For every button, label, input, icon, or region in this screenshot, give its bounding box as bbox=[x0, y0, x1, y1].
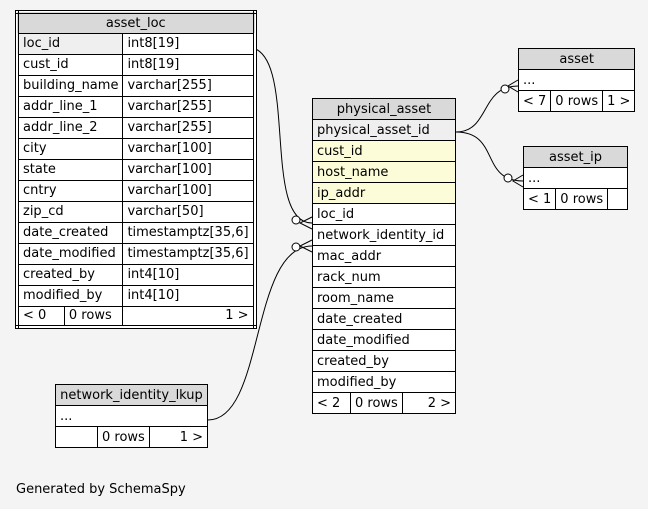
table-footer: 0 rows 1 > bbox=[55, 426, 209, 448]
link-asset-ip-optional-marker bbox=[503, 173, 513, 183]
row-count: 0 rows bbox=[550, 90, 604, 112]
column-row: date_created timestamptz[35,6] bbox=[16, 221, 256, 244]
link-asset-crowfoot bbox=[507, 79, 519, 93]
column-row: zip_cd varchar[50] bbox=[16, 200, 256, 223]
link-asset-optional-marker bbox=[500, 84, 510, 94]
table-footer: < 2 0 rows 2 > bbox=[312, 392, 457, 414]
column-row: addr_line_2 varchar[255] bbox=[16, 116, 256, 139]
column-row: loc_id int8[19] bbox=[16, 32, 256, 55]
column-type: varchar[100] bbox=[122, 179, 256, 202]
column-type: timestamptz[35,6] bbox=[122, 221, 256, 244]
column-name: rack_num bbox=[312, 266, 456, 288]
column-row: building_name varchar[255] bbox=[16, 74, 256, 97]
column-name: modified_by bbox=[312, 371, 456, 393]
column-name: physical_asset_id bbox=[312, 119, 456, 141]
column-name: network_identity_id bbox=[312, 224, 456, 246]
table-title[interactable]: asset_ip bbox=[523, 146, 628, 168]
table-footer: < 7 0 rows 1 > bbox=[517, 90, 636, 112]
children-count bbox=[607, 188, 628, 210]
column-name: ip_addr bbox=[312, 182, 456, 204]
parents-count[interactable]: < 0 bbox=[16, 305, 65, 328]
link-network-identity bbox=[207, 245, 313, 421]
table-title[interactable]: physical_asset bbox=[312, 98, 456, 120]
column-name: created_by bbox=[16, 263, 124, 286]
column-ellipsis: ... bbox=[523, 167, 628, 189]
column-row: cust_id int8[19] bbox=[16, 53, 256, 76]
column-name: loc_id bbox=[16, 32, 124, 55]
column-row: modified_by int4[10] bbox=[16, 284, 256, 307]
parents-count[interactable]: < 1 bbox=[522, 188, 557, 210]
table-asset[interactable]: asset ... < 7 0 rows 1 > bbox=[517, 48, 636, 112]
table-physical-asset[interactable]: physical_asset physical_asset_id cust_id… bbox=[312, 98, 457, 414]
table-footer: < 1 0 rows bbox=[522, 188, 628, 210]
column-row: cntry varchar[100] bbox=[16, 179, 256, 202]
children-count[interactable]: 1 > bbox=[122, 305, 256, 328]
column-type: varchar[255] bbox=[122, 116, 256, 139]
column-name: cust_id bbox=[312, 140, 456, 162]
link-loc-id-optional-marker bbox=[291, 215, 301, 225]
row-count: 0 rows bbox=[350, 392, 403, 414]
parents-count[interactable]: < 2 bbox=[312, 392, 351, 414]
column-name: state bbox=[16, 158, 124, 181]
link-asset-ip bbox=[455, 131, 524, 182]
link-network-identity-crowfoot bbox=[298, 239, 313, 253]
table-title[interactable]: asset bbox=[517, 48, 636, 70]
row-count: 0 rows bbox=[555, 188, 609, 210]
link-asset-ip-crowfoot bbox=[512, 174, 524, 188]
column-name: host_name bbox=[312, 161, 456, 183]
table-title[interactable]: asset_loc bbox=[16, 11, 256, 34]
column-name: building_name bbox=[16, 74, 124, 97]
column-name: modified_by bbox=[16, 284, 124, 307]
column-name: date_created bbox=[16, 221, 124, 244]
table-footer: < 0 0 rows 1 > bbox=[16, 305, 256, 328]
column-name: room_name bbox=[312, 287, 456, 309]
column-name: date_created bbox=[312, 308, 456, 330]
row-count: 0 rows bbox=[63, 305, 124, 328]
column-name: date_modified bbox=[16, 242, 124, 265]
parents-count bbox=[55, 426, 98, 448]
column-type: varchar[50] bbox=[122, 200, 256, 223]
column-row: addr_line_1 varchar[255] bbox=[16, 95, 256, 118]
column-type: timestamptz[35,6] bbox=[122, 242, 256, 265]
column-name: cntry bbox=[16, 179, 124, 202]
column-name: mac_addr bbox=[312, 245, 456, 267]
column-row: state varchar[100] bbox=[16, 158, 256, 181]
column-name: city bbox=[16, 137, 124, 160]
column-type: int8[19] bbox=[122, 32, 256, 55]
column-name: loc_id bbox=[312, 203, 456, 225]
link-loc-id-crowfoot bbox=[298, 216, 313, 230]
column-name: zip_cd bbox=[16, 200, 124, 223]
children-count[interactable]: 1 > bbox=[148, 426, 209, 448]
column-name: addr_line_2 bbox=[16, 116, 124, 139]
link-loc-id bbox=[246, 46, 313, 224]
column-name: created_by bbox=[312, 350, 456, 372]
column-name: date_modified bbox=[312, 329, 456, 351]
column-type: varchar[255] bbox=[122, 95, 256, 118]
column-type: varchar[255] bbox=[122, 74, 256, 97]
column-ellipsis: ... bbox=[517, 69, 636, 91]
column-type: int4[10] bbox=[122, 284, 256, 307]
table-asset-ip[interactable]: asset_ip ... < 1 0 rows bbox=[522, 146, 628, 210]
link-network-identity-optional-marker bbox=[291, 242, 301, 252]
table-asset-loc[interactable]: asset_loc loc_id int8[19] cust_id int8[1… bbox=[15, 10, 257, 329]
column-type: int4[10] bbox=[122, 263, 256, 286]
column-row: created_by int4[10] bbox=[16, 263, 256, 286]
parents-count[interactable]: < 7 bbox=[517, 90, 552, 112]
table-title[interactable]: network_identity_lkup bbox=[55, 384, 208, 406]
row-count: 0 rows bbox=[97, 426, 150, 448]
column-row: city varchar[100] bbox=[16, 137, 256, 160]
column-type: int8[19] bbox=[122, 53, 256, 76]
column-type: varchar[100] bbox=[122, 137, 256, 160]
column-type: varchar[100] bbox=[122, 158, 256, 181]
children-count[interactable]: 2 > bbox=[401, 392, 457, 414]
generated-by-text: Generated by SchemaSpy bbox=[16, 482, 186, 497]
column-row: date_modified timestamptz[35,6] bbox=[16, 242, 256, 265]
column-name: cust_id bbox=[16, 53, 124, 76]
table-network-identity-lkup[interactable]: network_identity_lkup ... 0 rows 1 > bbox=[55, 384, 209, 448]
children-count[interactable]: 1 > bbox=[602, 90, 636, 112]
link-asset bbox=[455, 85, 519, 133]
column-name: addr_line_1 bbox=[16, 95, 124, 118]
column-ellipsis: ... bbox=[55, 405, 208, 427]
